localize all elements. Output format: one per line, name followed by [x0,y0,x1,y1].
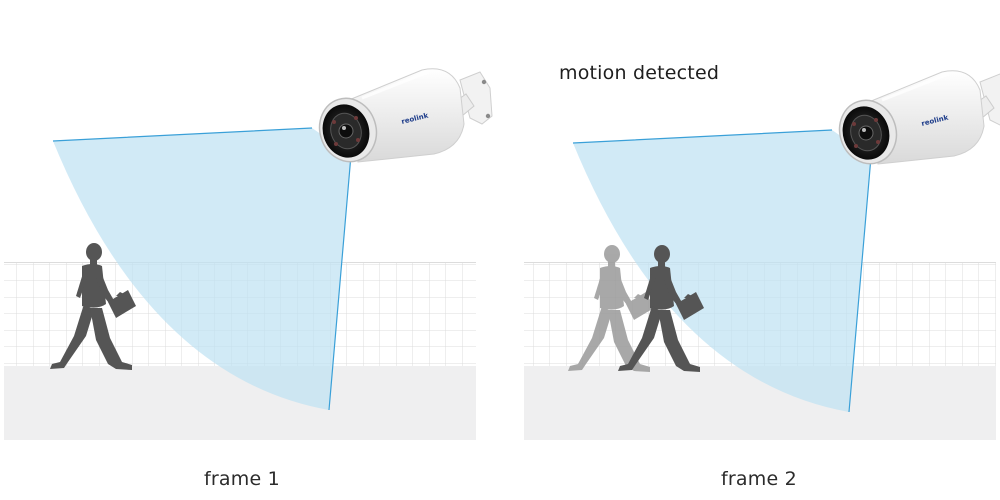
motion-detected-label: motion detected [559,62,720,84]
frame-caption: frame 1 [204,468,280,490]
frame-caption: frame 2 [721,468,797,490]
field-of-view-edge [52,127,352,411]
field-of-view-cone [53,128,351,410]
frame-2-scene [524,69,1000,440]
frame-1-scene [4,67,494,440]
frame-panel-1: frame 1 [4,67,494,490]
security-camera [829,69,1000,173]
security-camera [309,67,494,171]
frame-panel-2: motion detected frame 2 [500,0,1000,500]
field-of-view-edge [572,129,872,413]
field-of-view-cone [573,130,871,412]
